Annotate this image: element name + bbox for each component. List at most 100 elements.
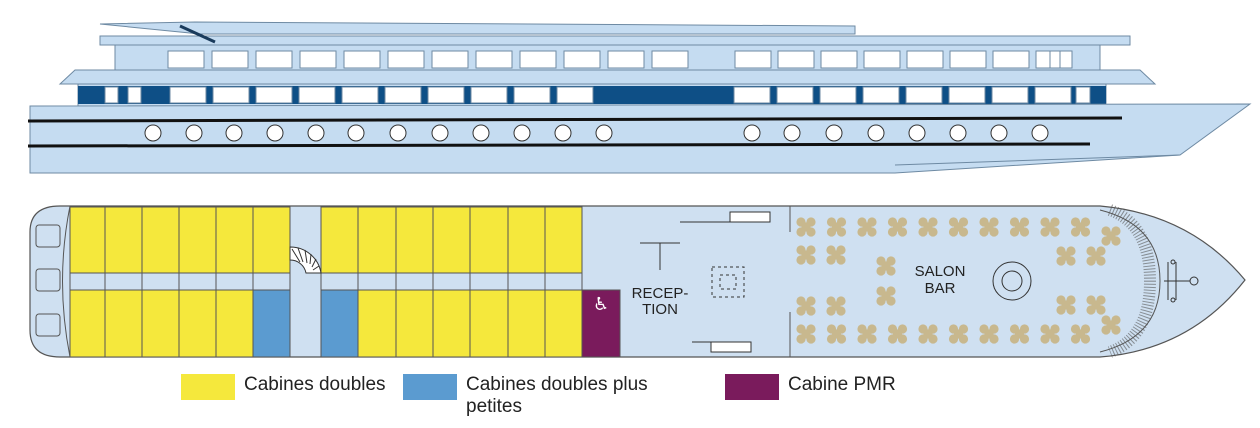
table-cluster xyxy=(1009,324,1030,344)
table-cluster xyxy=(1070,217,1091,237)
table-cluster xyxy=(1086,295,1106,315)
table-cluster xyxy=(1009,217,1030,237)
table-cluster xyxy=(857,217,877,237)
chair xyxy=(1050,227,1060,237)
table-cluster xyxy=(796,245,816,265)
legend-label: Cabines doubles xyxy=(244,374,386,395)
window xyxy=(992,50,1030,69)
window xyxy=(1049,50,1061,69)
table-cluster xyxy=(979,217,999,237)
cabin-double xyxy=(544,206,583,274)
cabin-small xyxy=(252,289,291,358)
cabin-double xyxy=(320,206,359,274)
table-cluster xyxy=(1101,226,1121,246)
window xyxy=(255,50,293,69)
chair xyxy=(826,227,837,237)
porthole xyxy=(513,124,531,142)
window xyxy=(343,50,381,69)
salon-label: SALON xyxy=(915,263,966,280)
chair xyxy=(918,334,928,344)
window xyxy=(341,86,379,104)
table-cluster xyxy=(796,217,816,237)
cabin-double xyxy=(357,289,397,358)
window xyxy=(255,86,293,104)
chair xyxy=(887,227,898,237)
table-cluster xyxy=(1056,246,1076,266)
chair xyxy=(876,266,886,276)
cabin-double xyxy=(104,206,143,274)
window xyxy=(733,86,771,104)
table-cluster xyxy=(948,217,969,237)
chair xyxy=(836,255,846,265)
chair xyxy=(826,334,837,344)
chair xyxy=(836,306,846,316)
porthole xyxy=(783,124,801,142)
porthole xyxy=(595,124,613,142)
window xyxy=(384,86,422,104)
cabin-double xyxy=(215,206,254,274)
porthole xyxy=(554,124,572,142)
chair xyxy=(1101,325,1111,335)
window xyxy=(387,50,425,69)
cabin-double xyxy=(178,206,217,274)
table-cluster xyxy=(887,324,908,344)
chair xyxy=(897,334,908,344)
window xyxy=(556,86,594,104)
chair xyxy=(887,334,898,344)
porthole xyxy=(990,124,1008,142)
window xyxy=(519,50,557,69)
table-cluster xyxy=(826,324,847,344)
table-cluster xyxy=(826,296,846,316)
table-cluster xyxy=(876,256,896,276)
window xyxy=(991,86,1029,104)
window xyxy=(734,50,772,69)
chair xyxy=(836,334,847,344)
table-cluster xyxy=(1040,324,1060,344)
cabin-double xyxy=(69,289,106,358)
chair xyxy=(796,334,806,344)
window xyxy=(212,86,250,104)
chair xyxy=(1009,334,1020,344)
cabin-double xyxy=(104,289,143,358)
porthole xyxy=(1031,124,1049,142)
chair xyxy=(836,227,847,237)
legend-swatch xyxy=(403,374,457,400)
bar-counter xyxy=(992,261,1032,301)
chair xyxy=(1080,227,1091,237)
porthole xyxy=(185,124,203,142)
chair xyxy=(796,306,806,316)
window xyxy=(651,50,689,69)
window xyxy=(1034,86,1072,104)
cabin-double xyxy=(544,289,583,358)
stern-seat xyxy=(35,224,61,248)
chair xyxy=(1056,305,1066,315)
chair xyxy=(857,227,867,237)
legend-double: Cabines doubles xyxy=(181,374,386,400)
stern-seat xyxy=(35,313,61,337)
wheelchair-icon: ♿ xyxy=(593,294,609,315)
chair xyxy=(806,306,816,316)
window xyxy=(906,50,944,69)
legend-swatch xyxy=(181,374,235,400)
chair xyxy=(989,227,999,237)
table-cluster xyxy=(1056,295,1076,315)
cabin-small xyxy=(320,289,359,358)
porthole xyxy=(825,124,843,142)
window xyxy=(470,86,508,104)
window xyxy=(949,50,987,69)
cabin-double xyxy=(141,289,180,358)
chair xyxy=(1096,256,1106,266)
chair xyxy=(1101,236,1111,246)
porthole xyxy=(225,124,243,142)
table-cluster xyxy=(1101,315,1121,335)
window xyxy=(475,50,513,69)
chair xyxy=(1096,305,1106,315)
cabin-double xyxy=(469,206,509,274)
porthole xyxy=(867,124,885,142)
window xyxy=(607,50,645,69)
deck-plan: RECEP- TION SALON BAR ♿ xyxy=(29,204,1246,358)
chair xyxy=(928,334,938,344)
bow-stairs xyxy=(1099,204,1161,358)
porthole xyxy=(266,124,284,142)
table-cluster xyxy=(1070,324,1091,344)
